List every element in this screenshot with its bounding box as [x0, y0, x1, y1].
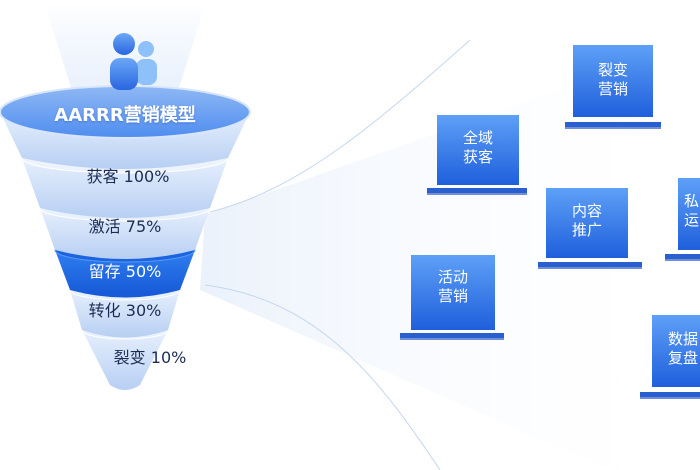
funnel-level-2 — [40, 208, 210, 259]
monitor-6-line2: 运 — [684, 211, 700, 229]
monitor-5-text: 数据 复盘 — [668, 330, 700, 368]
monitor-6-line1: 私 — [684, 192, 700, 210]
monitor-5-line2: 复盘 — [668, 349, 699, 367]
funnel — [0, 85, 251, 390]
monitor-3-line2: 推广 — [571, 221, 602, 239]
monitor-2-line1: 裂变 — [597, 61, 628, 79]
funnel-level-3 — [55, 250, 195, 298]
monitor-1 — [427, 115, 527, 195]
channel-monitors — [400, 45, 700, 399]
monitor-3-text: 内容 推广 — [546, 202, 628, 240]
fan-edge-bottom — [204, 284, 441, 470]
funnel-label-retention: 留存 50% — [88, 262, 162, 281]
monitor-2 — [565, 45, 661, 129]
funnel-label-revenue: 转化 30% — [88, 301, 162, 320]
funnel-level-5 — [82, 330, 168, 390]
monitor-4-text: 活动 营销 — [411, 268, 495, 306]
monitor-6 — [665, 178, 700, 261]
diagram-title: AARRR营销模型 — [54, 105, 196, 126]
monitor-1-line1: 全域 — [462, 129, 493, 147]
monitor-2-line2: 营销 — [597, 80, 628, 98]
monitor-4-line2: 营销 — [437, 287, 468, 305]
monitor-1-line2: 获客 — [462, 148, 493, 166]
funnel-label-referral: 裂变 10% — [113, 348, 187, 367]
monitor-4 — [400, 255, 504, 340]
monitor-3 — [538, 188, 642, 269]
monitor-4-line1: 活动 — [437, 268, 468, 286]
monitor-3-line1: 内容 — [571, 202, 602, 220]
funnel-level-4 — [70, 290, 180, 338]
monitor-5 — [640, 315, 700, 399]
monitor-6-text: 私 运 — [684, 192, 700, 230]
fan-edge-top — [209, 39, 471, 213]
monitor-1-text: 全域 获客 — [437, 129, 519, 167]
users-icon — [110, 33, 157, 90]
funnel-label-acquisition: 获客 100% — [86, 167, 170, 186]
funnel-level-1 — [22, 158, 228, 218]
funnel-label-activation: 激活 75% — [88, 217, 162, 236]
monitor-5-line1: 数据 — [668, 330, 699, 348]
monitor-2-text: 裂变 营销 — [573, 61, 653, 99]
